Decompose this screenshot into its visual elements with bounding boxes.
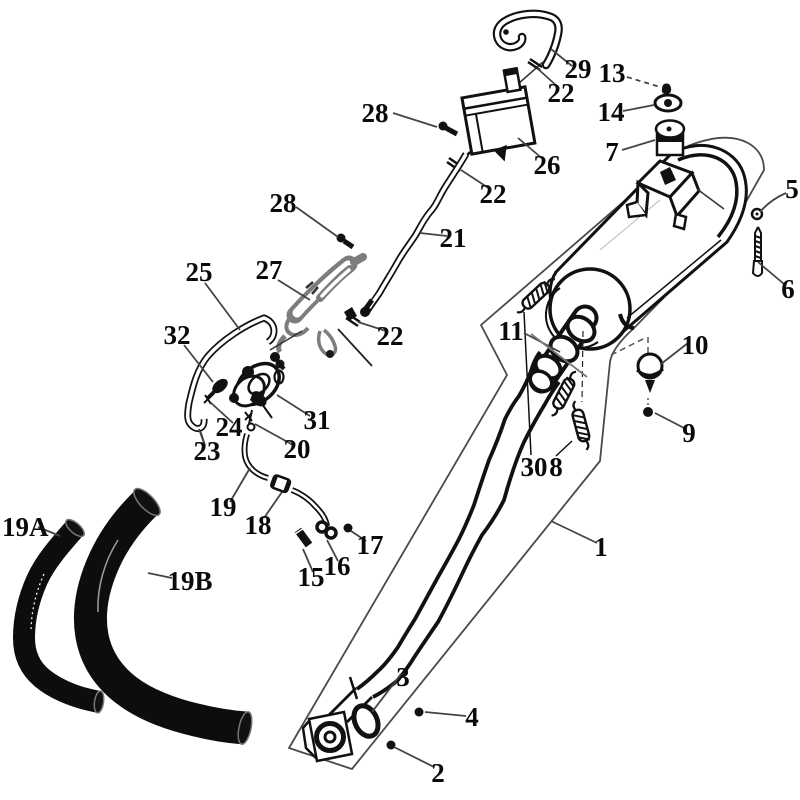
svg-text:22: 22 bbox=[480, 179, 507, 209]
svg-text:19A: 19A bbox=[2, 512, 49, 542]
svg-text:17: 17 bbox=[357, 530, 384, 560]
svg-text:29: 29 bbox=[565, 54, 592, 84]
svg-text:30: 30 bbox=[521, 452, 548, 482]
svg-text:6: 6 bbox=[781, 274, 795, 304]
svg-text:18: 18 bbox=[245, 510, 272, 540]
svg-text:4: 4 bbox=[465, 702, 479, 732]
svg-text:27: 27 bbox=[256, 255, 283, 285]
svg-text:22: 22 bbox=[548, 78, 575, 108]
svg-text:32: 32 bbox=[164, 320, 191, 350]
svg-text:15: 15 bbox=[298, 562, 325, 592]
svg-text:1: 1 bbox=[594, 532, 608, 562]
svg-text:19B: 19B bbox=[167, 566, 212, 596]
svg-text:5: 5 bbox=[785, 174, 799, 204]
svg-text:10: 10 bbox=[682, 330, 709, 360]
svg-text:19: 19 bbox=[210, 492, 237, 522]
svg-text:28: 28 bbox=[362, 98, 389, 128]
svg-text:20: 20 bbox=[284, 434, 311, 464]
svg-text:11: 11 bbox=[498, 316, 524, 346]
svg-text:31: 31 bbox=[304, 405, 331, 435]
svg-text:24: 24 bbox=[216, 412, 243, 442]
svg-text:28: 28 bbox=[270, 188, 297, 218]
svg-text:2: 2 bbox=[431, 758, 445, 788]
svg-text:23: 23 bbox=[194, 436, 221, 466]
svg-text:13: 13 bbox=[599, 58, 626, 88]
svg-text:14: 14 bbox=[598, 97, 625, 127]
svg-text:22: 22 bbox=[377, 321, 404, 351]
svg-text:3: 3 bbox=[396, 662, 410, 692]
svg-text:7: 7 bbox=[605, 137, 619, 167]
svg-text:26: 26 bbox=[534, 150, 561, 180]
svg-text:9: 9 bbox=[682, 418, 696, 448]
svg-text:25: 25 bbox=[186, 257, 213, 287]
svg-text:16: 16 bbox=[324, 551, 351, 581]
svg-text:8: 8 bbox=[549, 452, 563, 482]
svg-text:21: 21 bbox=[440, 223, 467, 253]
